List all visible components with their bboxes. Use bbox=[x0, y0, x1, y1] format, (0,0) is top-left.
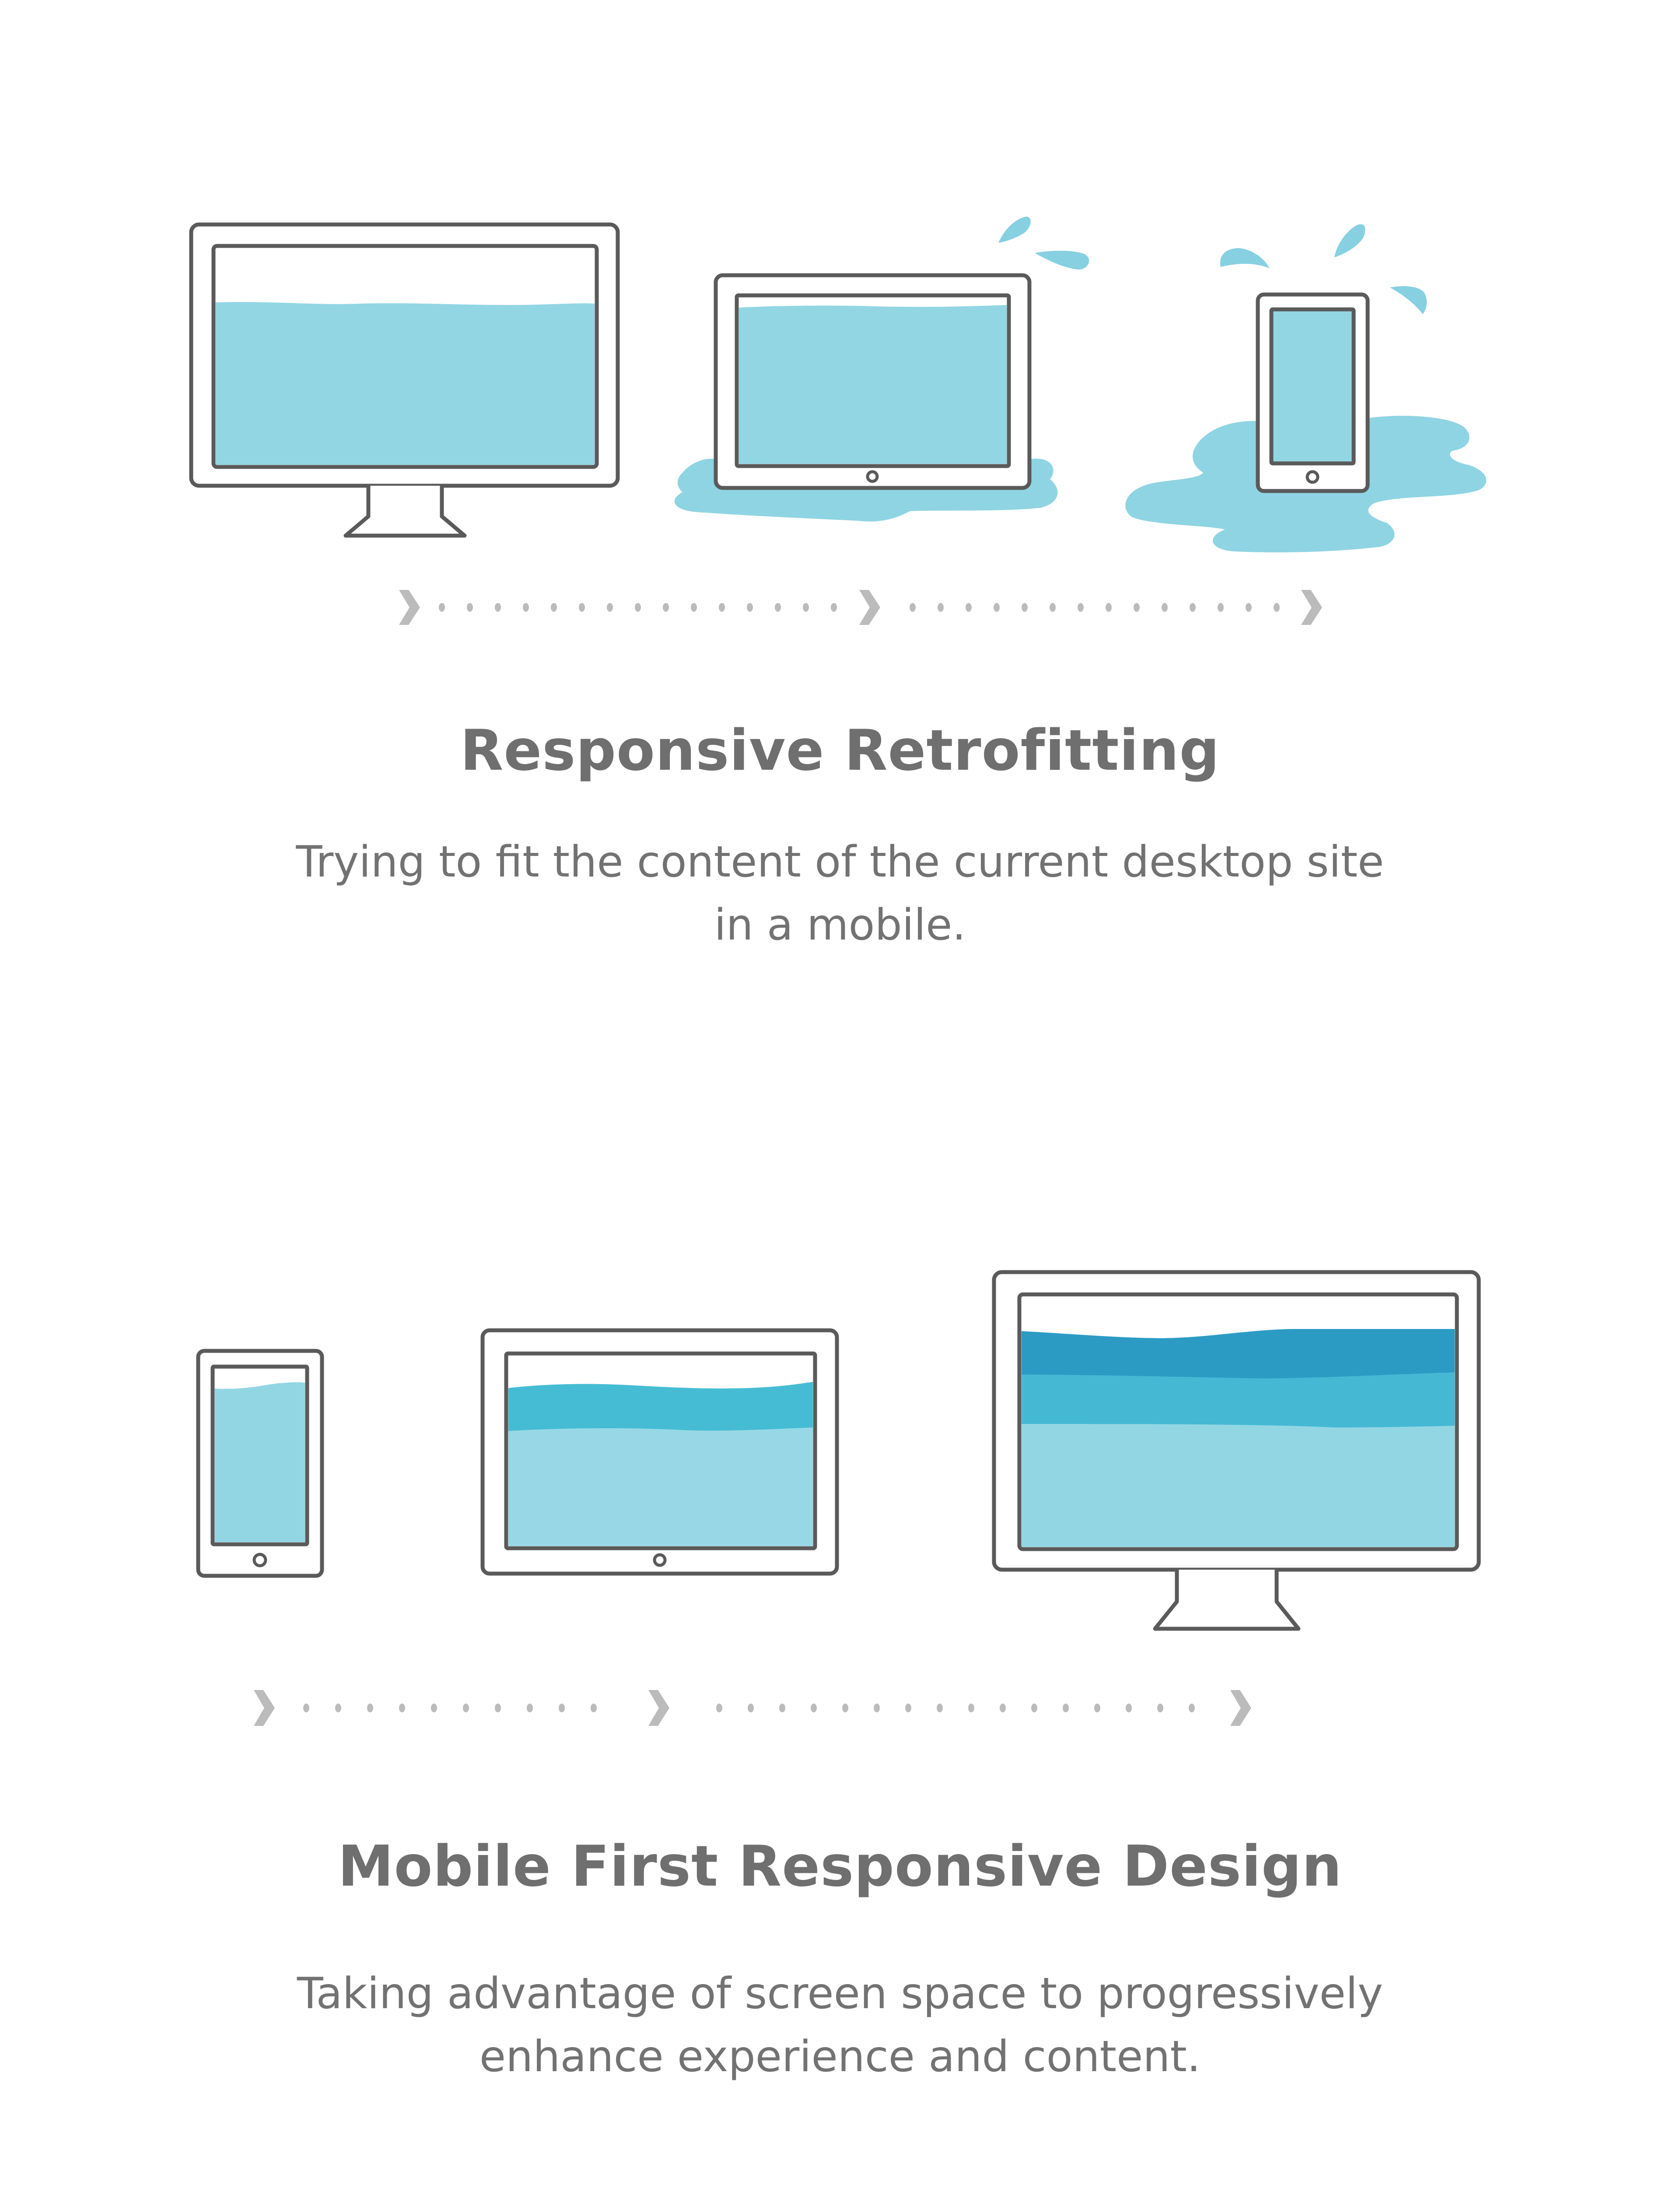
home-button-icon bbox=[252, 1553, 267, 1567]
chevron-right-icon bbox=[648, 1690, 669, 1726]
chevron-right-icon bbox=[1230, 1690, 1251, 1726]
chevron-right-icon bbox=[399, 590, 420, 625]
tablet-icon bbox=[480, 1328, 839, 1576]
home-button-icon bbox=[653, 1553, 667, 1567]
water-fill-icon bbox=[216, 302, 595, 465]
splash-drop-icon bbox=[1220, 248, 1270, 268]
progression-arrow-row bbox=[254, 1690, 1251, 1726]
chevron-right-icon bbox=[1301, 590, 1322, 625]
section-title-retrofitting: Responsive Retrofitting bbox=[460, 718, 1220, 783]
chevron-right-icon bbox=[859, 590, 880, 625]
description-line: Trying to fit the content of the current… bbox=[296, 837, 1384, 887]
progression-arrow-row bbox=[399, 590, 1322, 625]
home-button-icon bbox=[1306, 470, 1320, 484]
dotted-line-icon bbox=[303, 1704, 597, 1712]
water-fill-icon bbox=[739, 305, 1007, 464]
description-line: in a mobile. bbox=[714, 900, 966, 950]
desktop-monitor-icon bbox=[992, 1270, 1481, 1631]
description-line: Taking advantage of screen space to prog… bbox=[297, 1969, 1383, 2019]
water-band-dark-icon bbox=[1022, 1329, 1455, 1378]
dotted-line-icon bbox=[910, 603, 1280, 612]
section-description-retrofitting: Trying to fit the content of the current… bbox=[0, 831, 1680, 957]
desktop-monitor-icon bbox=[189, 222, 620, 538]
water-fill-icon bbox=[215, 1382, 305, 1542]
splash-drop-icon bbox=[1334, 224, 1365, 257]
section-description-mobile-first: Taking advantage of screen space to prog… bbox=[0, 1962, 1680, 2088]
tablet-icon bbox=[714, 273, 1032, 490]
dotted-line-icon bbox=[716, 1704, 1195, 1712]
phone-icon bbox=[196, 1349, 324, 1578]
splash-drop-icon bbox=[998, 217, 1031, 243]
splash-drop-icon bbox=[1035, 251, 1089, 270]
splash-drop-icon bbox=[1390, 286, 1427, 314]
description-line: enhance experience and content. bbox=[479, 2032, 1201, 2082]
dotted-line-icon bbox=[439, 603, 837, 612]
phone-icon bbox=[1256, 292, 1370, 493]
section-title-mobile-first: Mobile First Responsive Design bbox=[338, 1834, 1342, 1899]
chevron-right-icon bbox=[254, 1690, 275, 1726]
home-button-icon bbox=[866, 470, 879, 483]
water-band-icon bbox=[508, 1382, 813, 1431]
